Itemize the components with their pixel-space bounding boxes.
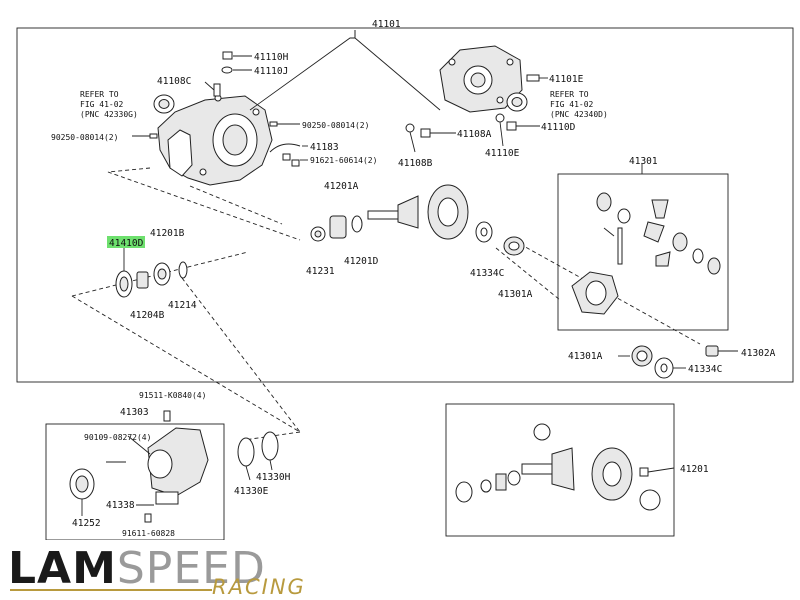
washer-41110J <box>221 66 233 74</box>
label-refer-left-1: REFER TO <box>80 90 119 99</box>
label-41204B: 41204B <box>130 310 165 321</box>
label-41101: 41101 <box>372 19 401 30</box>
label-refer-right-2: FIG 41-02 <box>550 100 594 109</box>
differential-carrier-housing <box>157 94 273 186</box>
part-labels: 41101 41110H 41110J 41108C 41101E REFER … <box>51 19 776 538</box>
breather-41108C <box>213 83 221 97</box>
rear-cover-41303 <box>147 427 209 505</box>
label-91511: 91511-K0840(4) <box>139 391 206 400</box>
label-41214: 41214 <box>168 300 197 311</box>
brand-name-dark: LAMSPEED <box>8 543 266 594</box>
gasket-41330E <box>237 437 255 467</box>
bearing-41204B <box>136 271 149 289</box>
ring-gear-set-41201 <box>455 423 661 511</box>
bearing-41301A-bottom <box>631 345 653 367</box>
label-refer-right-3: (PNC 42340D) <box>550 110 608 119</box>
label-41110D: 41110D <box>541 122 576 133</box>
spacer-41201D <box>351 215 363 233</box>
bearing-41231 <box>310 226 326 242</box>
label-41108A: 41108A <box>457 129 492 140</box>
washer-41214 <box>178 261 188 279</box>
bolt-41110H <box>222 51 233 60</box>
label-41201D: 41201D <box>344 256 379 267</box>
ring-gear-set-box <box>445 403 675 537</box>
label-41201A: 41201A <box>324 181 359 192</box>
label-91611: 91611-60828 <box>122 529 175 538</box>
label-41252: 41252 <box>72 518 101 529</box>
label-41110H: 41110H <box>254 52 289 63</box>
brand-name-lam: LAM <box>8 543 117 594</box>
label-41330E: 41330E <box>234 486 269 497</box>
gasket-41330H <box>261 431 279 461</box>
label-41334C-bottom: 41334C <box>688 364 722 375</box>
label-41301A-bottom: 41301A <box>568 351 603 362</box>
label-90109: 90109-08272(4) <box>84 433 151 442</box>
ring-gear <box>427 184 469 240</box>
label-41334C-top: 41334C <box>470 268 504 279</box>
label-41108C: 41108C <box>157 76 191 87</box>
differential-internal-parts <box>571 192 721 315</box>
brand-logo: LAMSPEED RACING <box>0 540 320 600</box>
highlight-41410D <box>107 236 145 248</box>
brand-racing: RACING <box>212 575 306 599</box>
side-housing-cover <box>439 45 523 113</box>
brand-name-speed: SPEED <box>117 543 266 594</box>
oil-seal-41410D <box>115 270 133 298</box>
label-41108B: 41108B <box>398 158 433 169</box>
oil-seal-left <box>153 94 175 114</box>
differential-case-box <box>557 173 729 331</box>
label-41201B: 41201B <box>150 228 185 239</box>
bearing-41201B <box>153 262 171 286</box>
label-41330H: 41330H <box>256 472 291 483</box>
drive-pinion <box>367 195 419 229</box>
label-41101E: 41101E <box>549 74 584 85</box>
plug-41302A <box>705 345 719 357</box>
label-41110J: 41110J <box>254 66 288 77</box>
label-41183: 41183 <box>310 142 339 153</box>
label-41231: 41231 <box>306 266 335 277</box>
washer-41334C-top <box>475 221 493 243</box>
label-41301: 41301 <box>629 156 658 167</box>
bearing-41301A-top <box>503 236 525 256</box>
label-90250-left: 90250-08014(2) <box>51 133 118 142</box>
label-refer-left-3: (PNC 42330G) <box>80 110 138 119</box>
label-41301A-top: 41301A <box>498 289 533 300</box>
label-41110E: 41110E <box>485 148 520 159</box>
label-refer-left-2: FIG 41-02 <box>80 100 124 109</box>
label-41410D: 41410D <box>109 238 144 249</box>
oil-seal-right <box>506 92 528 112</box>
bearing-41201A <box>329 215 347 239</box>
main-assembly-frame <box>16 27 794 383</box>
label-refer-right-1: REFER TO <box>550 90 589 99</box>
label-90250-mid: 90250-08014(2) <box>302 121 369 130</box>
label-91621: 91621-60614(2) <box>310 156 377 165</box>
label-41201: 41201 <box>680 464 709 475</box>
label-41338: 41338 <box>106 500 135 511</box>
oil-seal-41252 <box>69 468 95 500</box>
washer-41334C-bottom <box>654 357 674 379</box>
label-41303: 41303 <box>120 407 149 418</box>
label-41302A: 41302A <box>741 348 776 359</box>
